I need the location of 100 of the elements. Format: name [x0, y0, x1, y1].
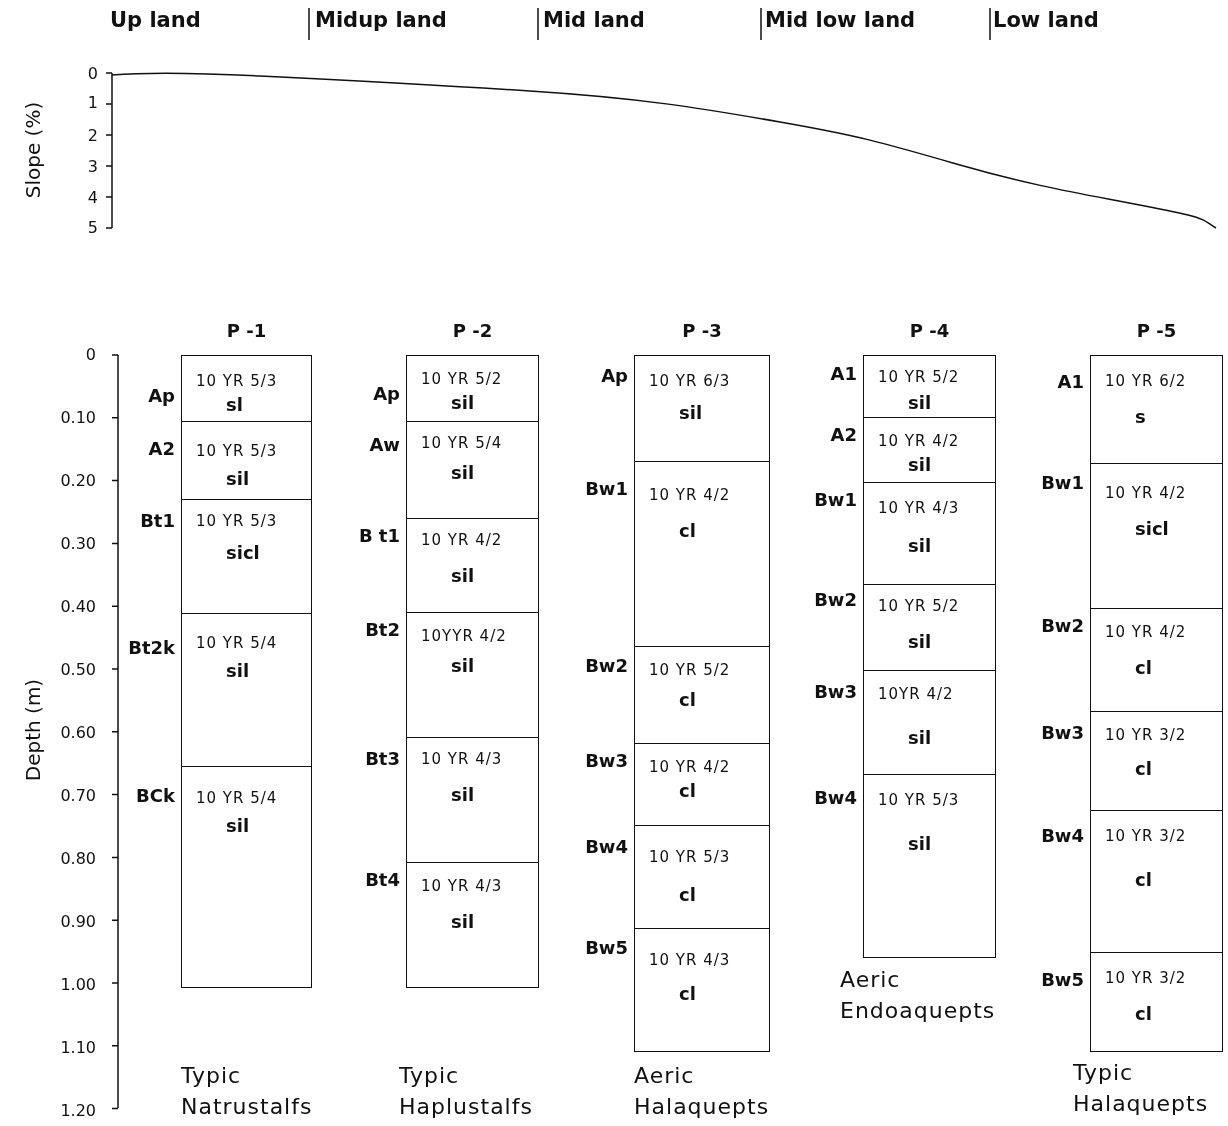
tick-label: 1.10 [60, 1038, 96, 1057]
munsell-color: 10 YR 5/4 [196, 789, 278, 807]
horizon-label: Aw [369, 434, 400, 455]
horizon-label: Bw2 [1041, 615, 1084, 636]
munsell-color: 10 YR 4/3 [421, 877, 503, 895]
munsell-color: 10YR 4/2 [878, 685, 954, 703]
munsell-color: 10 YR 4/3 [421, 750, 503, 768]
texture-class: s [1135, 406, 1146, 427]
horizon-label: Bt2k [128, 637, 175, 658]
munsell-color: 10 YR 3/2 [1105, 827, 1187, 845]
tick-label: 0.50 [60, 660, 96, 679]
horizon-label: Bw3 [1041, 722, 1084, 743]
soil-classification: Aeric Endoaquepts [840, 966, 997, 1025]
texture-class: cl [1135, 869, 1152, 890]
profile-label: P -5 [1135, 320, 1178, 341]
profile-label: P -2 [451, 320, 494, 341]
tick-label: 0.10 [60, 408, 96, 427]
tick-label: 0.90 [60, 912, 96, 931]
munsell-color: 10 YR 5/3 [878, 791, 960, 809]
horizon-label: Bw4 [814, 787, 857, 808]
texture-class: sil [451, 565, 475, 586]
tick-label: 0.40 [60, 597, 96, 616]
horizon-label: Bw1 [814, 489, 857, 510]
tick-label: 3 [87, 157, 98, 176]
texture-class: cl [679, 520, 696, 541]
texture-class: sil [908, 631, 932, 652]
texture-class: sicl [226, 542, 260, 563]
tick-label: 0.20 [60, 471, 96, 490]
tick-label: 0.70 [60, 786, 96, 805]
texture-class: sil [908, 727, 932, 748]
tick-label: 5 [87, 218, 98, 237]
profile-label: P -3 [681, 320, 723, 341]
munsell-color: 10 YR 5/3 [196, 442, 278, 460]
texture-class: sil [451, 462, 475, 483]
munsell-color: 10 YR 5/2 [421, 370, 503, 388]
tick-label: 1.20 [60, 1101, 96, 1120]
horizon-label: Bt4 [365, 869, 400, 890]
texture-class: cl [679, 983, 696, 1004]
horizon-label: A1 [1057, 371, 1084, 392]
soil-classification: Typic Halaquepts [1073, 1059, 1210, 1118]
texture-class: cl [1135, 758, 1152, 779]
horizon-label: A2 [148, 438, 175, 459]
horizon-label: Bw5 [1041, 969, 1084, 990]
munsell-color: 10 YR 5/3 [196, 372, 278, 390]
soil-classification: Typic Haplustalfs [399, 1062, 534, 1121]
horizon-label: Bw2 [814, 589, 857, 610]
horizon-label: Bw1 [585, 478, 628, 499]
horizon-label: Bt1 [140, 510, 175, 531]
zone-label: Mid low land [765, 8, 916, 32]
horizon-label: B t1 [358, 525, 400, 546]
profile-label: P -1 [225, 320, 268, 341]
texture-class: sil [908, 833, 932, 854]
munsell-color: 10 YR 4/2 [878, 432, 960, 450]
texture-class: sl [226, 394, 243, 415]
zone-label: Mid land [543, 8, 645, 32]
texture-class: sil [908, 392, 932, 413]
texture-class: cl [679, 884, 696, 905]
texture-class: sil [451, 911, 475, 932]
horizon-label: Bt3 [365, 748, 400, 769]
horizon-label: Bw3 [814, 681, 857, 702]
munsell-color: 10 YR 4/3 [878, 499, 960, 517]
horizon-label: Bw4 [1041, 825, 1084, 846]
texture-class: cl [1135, 1003, 1152, 1024]
texture-class: sil [451, 655, 475, 676]
horizon-label: Ap [373, 383, 400, 404]
horizon-label: Bw2 [585, 655, 628, 676]
texture-class: sil [908, 454, 932, 475]
munsell-color: 10 YR 4/2 [1105, 623, 1187, 641]
horizon-label: Bt2 [365, 619, 400, 640]
tick-label: 0 [87, 64, 98, 83]
munsell-color: 10 YR 4/3 [649, 951, 731, 969]
tick-label: 0.30 [60, 534, 96, 553]
munsell-color: 10YYR 4/2 [421, 627, 507, 645]
texture-class: cl [679, 689, 696, 710]
munsell-color: 10 YR 5/2 [878, 597, 960, 615]
zone-label: Up land [110, 8, 201, 32]
tick-label: 4 [87, 188, 98, 207]
tick-label: 2 [87, 126, 98, 145]
tick-label: 0.80 [60, 849, 96, 868]
zone-label: Low land [993, 8, 1099, 32]
tick-label: 0 [85, 345, 96, 364]
soil-classification: Aeric Halaquepts [634, 1062, 771, 1121]
munsell-color: 10 YR 5/2 [649, 661, 731, 679]
soil-classification: Typic Natrustalfs [181, 1062, 314, 1121]
tick-label: 0.60 [60, 723, 96, 742]
tick-label: 1 [87, 93, 98, 112]
horizon-label: Ap [601, 365, 628, 386]
axis-title: Slope (%) [21, 101, 45, 199]
horizon-label: Bw5 [585, 937, 628, 958]
munsell-color: 10 YR 4/2 [1105, 484, 1187, 502]
horizon-label: BCk [136, 785, 175, 806]
horizon-label: Bw1 [1041, 472, 1084, 493]
horizon-label: A2 [830, 424, 857, 445]
munsell-color: 10 YR 6/2 [1105, 372, 1187, 390]
munsell-color: 10 YR 3/2 [1105, 969, 1187, 987]
munsell-color: 10 YR 3/2 [1105, 726, 1187, 744]
texture-class: sil [908, 535, 932, 556]
munsell-color: 10 YR 5/4 [421, 434, 503, 452]
munsell-color: 10 YR 4/2 [649, 486, 731, 504]
munsell-color: 10 YR 4/2 [649, 758, 731, 776]
